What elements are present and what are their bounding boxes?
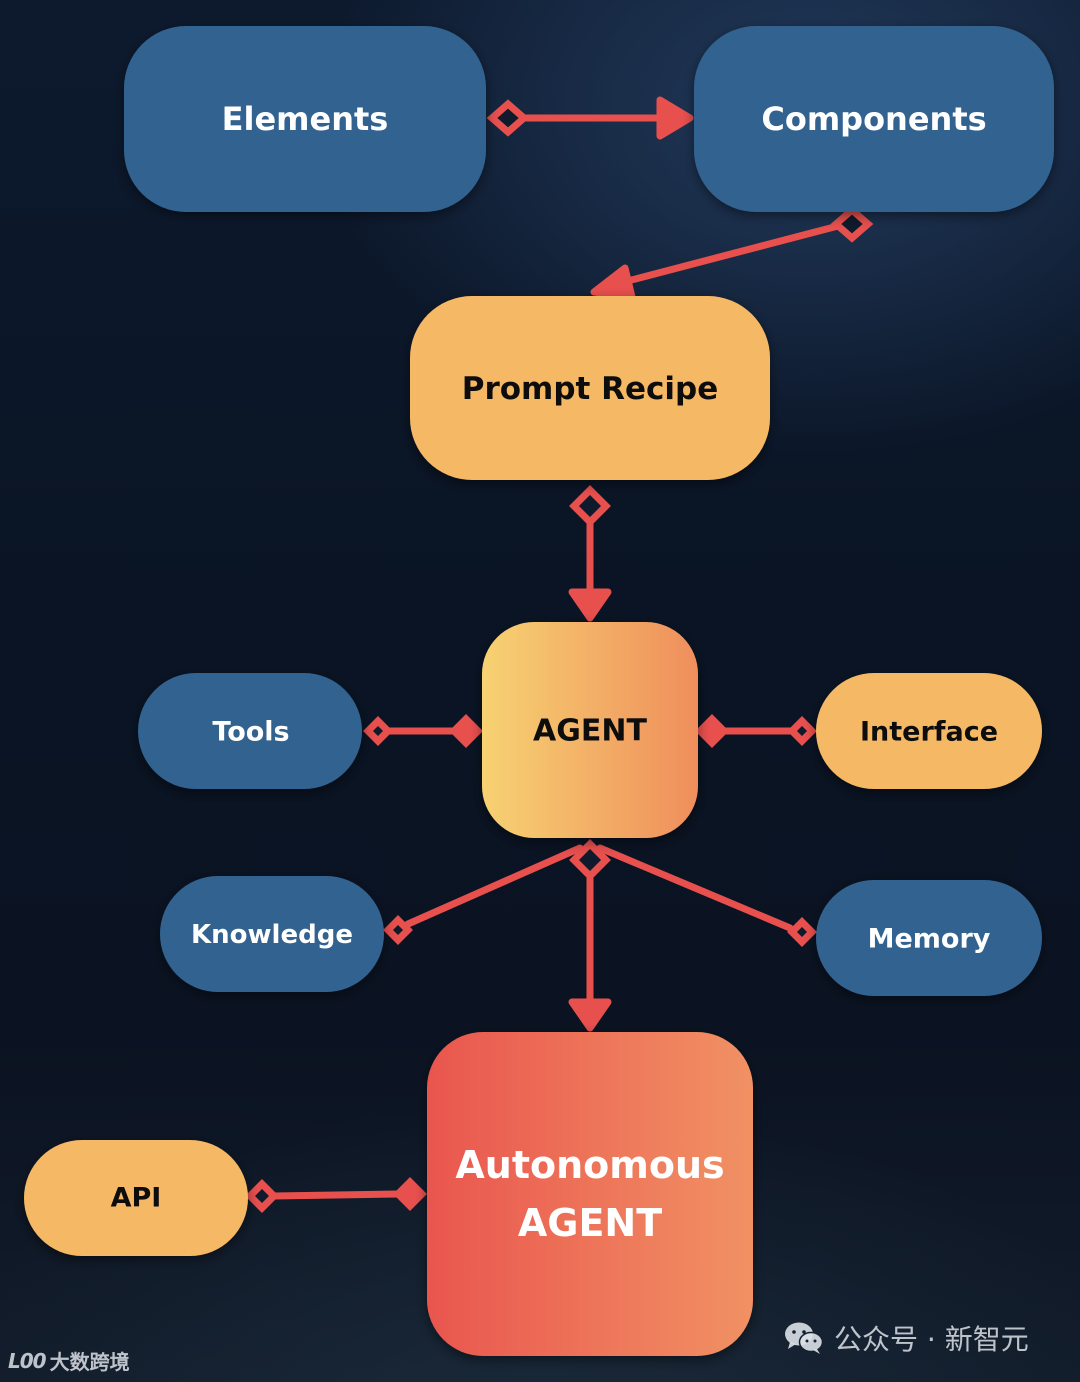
node-label: Prompt Recipe: [462, 371, 719, 407]
node-prompt-recipe: Prompt Recipe: [410, 296, 770, 480]
arrowhead: [568, 588, 612, 622]
wechat-icon: [785, 1322, 824, 1354]
diamond-start: [569, 839, 611, 881]
connector-agent-memory: [596, 844, 817, 947]
connector-api-autonomous: [245, 1177, 427, 1213]
node-knowledge: Knowledge: [160, 876, 384, 992]
node-label: Memory: [868, 924, 991, 955]
arrowhead: [568, 998, 612, 1032]
node-interface: Interface: [816, 673, 1042, 789]
connector-tools-agent: [363, 714, 483, 748]
arrowhead: [656, 96, 694, 140]
connectors: [245, 96, 874, 1213]
watermark-right-text: 公众号 · 新智元: [834, 1323, 1029, 1356]
node-label-line2: AGENT: [518, 1201, 662, 1245]
arrowhead: [590, 264, 636, 301]
diamond-start: [830, 205, 874, 243]
diamond-knowledge: [383, 915, 413, 945]
node-label: Tools: [212, 717, 289, 748]
node-api: API: [24, 1140, 248, 1256]
connector-agent-interface: [695, 714, 817, 748]
connector-agent-knowledge: [383, 844, 584, 945]
connector-elements-components: [486, 96, 694, 140]
diamond-tools: [363, 716, 393, 746]
watermark-right: 公众号 · 新智元: [784, 1318, 1029, 1358]
node-label: Interface: [860, 717, 998, 748]
node-memory: Memory: [816, 880, 1042, 996]
node-label: Elements: [222, 100, 389, 138]
node-label: Knowledge: [191, 920, 353, 950]
node-agent: AGENT: [482, 622, 698, 838]
node-tools: Tools: [138, 673, 362, 789]
diamond-start: [569, 485, 611, 527]
node-elements: Elements: [124, 26, 486, 212]
node-autonomous-agent: Autonomous AGENT: [427, 1032, 753, 1356]
node-label-line1: Autonomous: [455, 1143, 724, 1187]
connector-agent-autonomous: [568, 839, 612, 1032]
brand-logo: L00: [8, 1348, 47, 1373]
diamond-start: [486, 99, 530, 137]
connector-components-prompt: [590, 205, 874, 301]
node-label: AGENT: [533, 714, 647, 749]
diamond-autonomous: [393, 1177, 427, 1211]
node-components: Components: [694, 26, 1054, 212]
diamond-agent: [695, 714, 729, 748]
watermark-left-text: 大数跨境: [49, 1350, 130, 1374]
diamond-memory: [787, 917, 817, 947]
node-label: API: [111, 1183, 162, 1214]
diamond-api: [245, 1179, 279, 1213]
diamond-agent: [449, 714, 483, 748]
diamond-interface: [787, 716, 817, 746]
connector-prompt-agent: [568, 485, 612, 622]
node-label: Components: [761, 100, 986, 138]
watermark-left: L00 大数跨境: [8, 1346, 130, 1375]
